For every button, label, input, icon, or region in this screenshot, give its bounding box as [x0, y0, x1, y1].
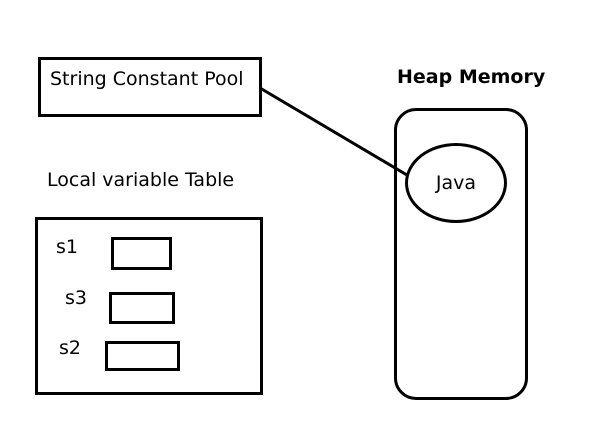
heap-memory-container	[394, 108, 528, 400]
variable-slot-s2	[105, 341, 180, 371]
string-constant-pool-title: String Constant Pool	[50, 68, 244, 90]
heap-object-oval: Java	[405, 143, 507, 223]
variable-name: s1	[56, 236, 78, 258]
pool-to-object-connector	[259, 86, 413, 180]
variable-name: s3	[65, 287, 87, 309]
variable-slot-s3	[109, 292, 175, 324]
heap-memory-title: Heap Memory	[397, 66, 546, 88]
variable-slot-s1	[111, 237, 172, 270]
heap-object-value: Java	[435, 172, 477, 194]
string-constant-pool-box: String Constant Pool	[38, 57, 262, 117]
local-variable-table-title: Local variable Table	[47, 169, 235, 191]
variable-name: s2	[59, 337, 81, 359]
